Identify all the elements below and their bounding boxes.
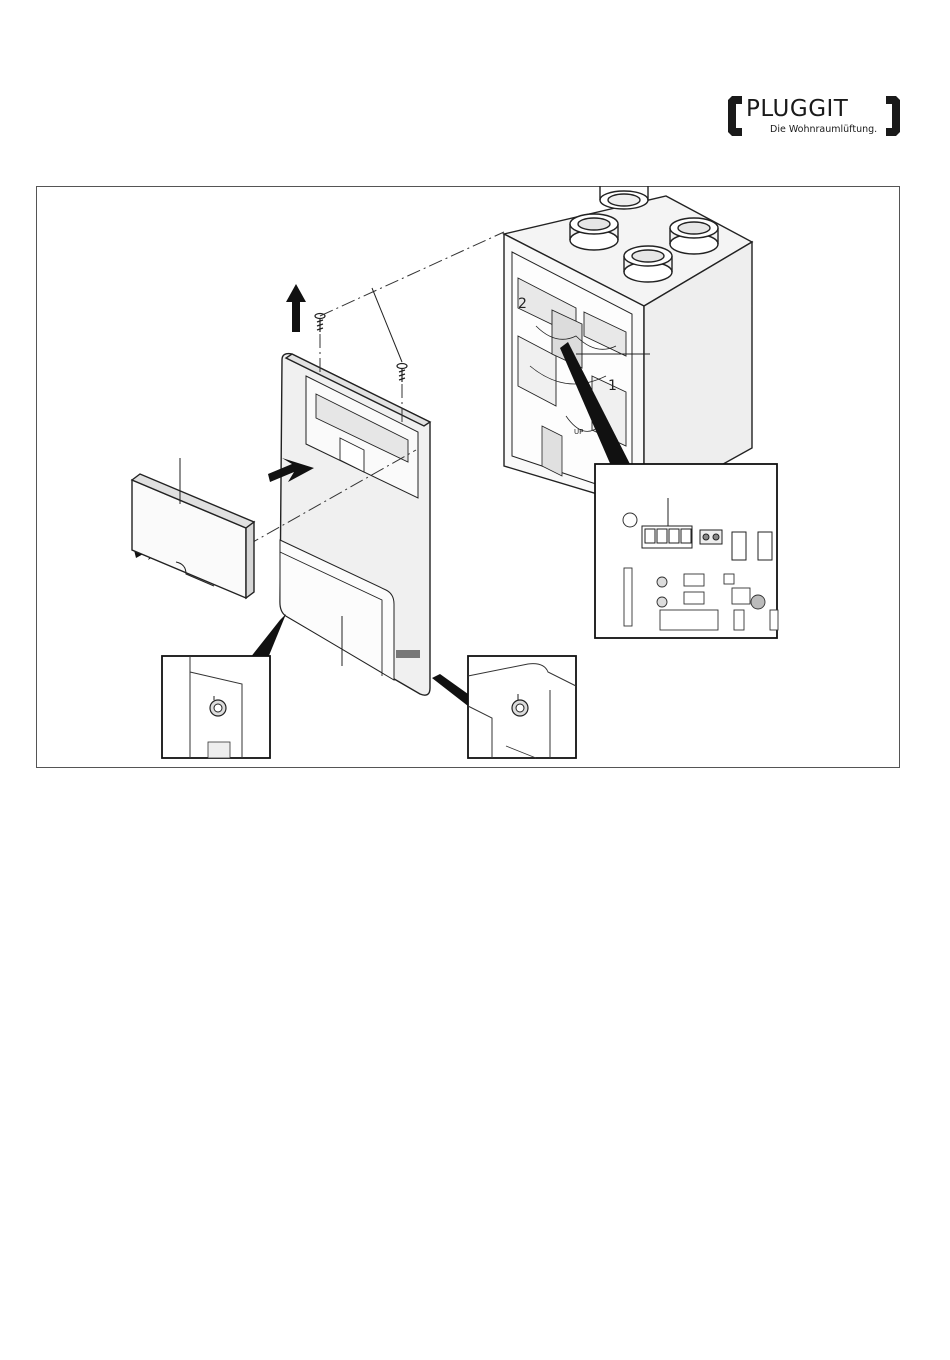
ventilation-unit: 2 1 UP bbox=[504, 186, 752, 508]
brand-logo: PLUGGIT Die Wohnraumlüftung. bbox=[726, 94, 904, 138]
detail-window-left bbox=[162, 656, 270, 758]
circuit-board-detail bbox=[595, 464, 778, 638]
cover-removal-diagram: 2 1 UP bbox=[36, 186, 900, 768]
brand-tagline: Die Wohnraumlüftung. bbox=[770, 124, 877, 135]
detail-window-right bbox=[468, 656, 576, 758]
logo-bracket-right-icon bbox=[884, 94, 902, 138]
logo-bracket-left-icon bbox=[726, 94, 744, 138]
up-label: UP bbox=[574, 428, 583, 436]
cover-logo-mark bbox=[396, 650, 420, 658]
unit-label-1: 1 bbox=[608, 378, 617, 394]
unit-label-2: 2 bbox=[518, 296, 527, 312]
brand-name: PLUGGIT bbox=[746, 96, 848, 122]
